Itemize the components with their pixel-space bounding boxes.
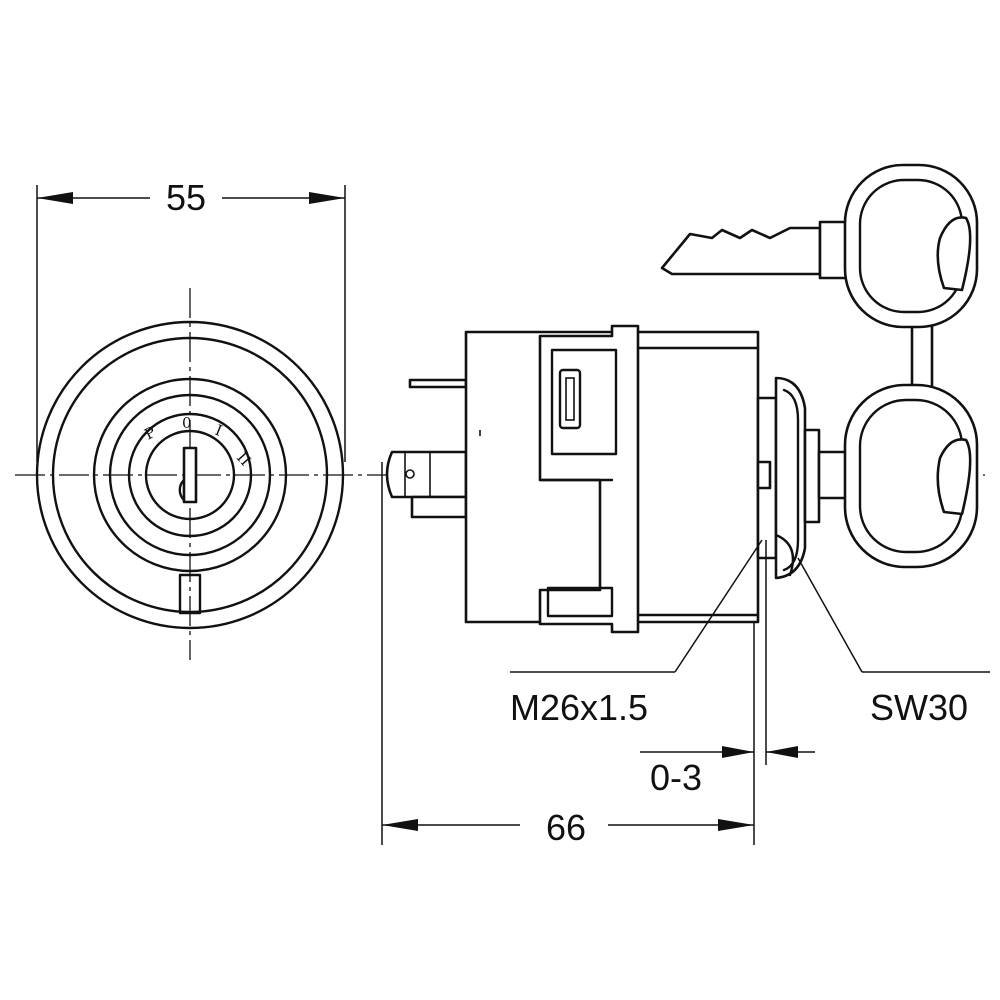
front-ring-3 [92, 377, 288, 573]
panel-thickness-label: 0-3 [650, 757, 702, 798]
thread-callout: M26x1.5 [510, 539, 763, 728]
panel-arrow-left [722, 746, 754, 758]
nut-hex-face [774, 533, 795, 577]
rear-terminal-lower [385, 450, 468, 499]
thread-leader [674, 539, 763, 673]
terminal-base [410, 495, 468, 519]
panel-arrow-right [766, 746, 798, 758]
dimension-panel-thickness: 0-3 [640, 540, 815, 845]
cylinder-face [803, 428, 821, 524]
front-view: P 0 I II [35, 288, 345, 660]
key-slot [182, 446, 198, 504]
lower-key-hole [936, 438, 972, 516]
thread-stub [756, 460, 772, 490]
wrench-label: SW30 [870, 687, 968, 728]
lock-cylinder-face [144, 429, 236, 521]
front-ring-4 [108, 393, 272, 557]
dimension-55: 55 [36, 177, 346, 462]
lower-tab [546, 586, 614, 618]
cylinder-detent [178, 478, 186, 502]
dimension-label-55: 55 [166, 177, 206, 218]
clip-slot-inner [565, 377, 575, 421]
thread-label: M26x1.5 [510, 687, 648, 728]
upper-key-blade [660, 226, 822, 276]
terminal-pin [405, 469, 415, 479]
wrench-callout: SW30 [797, 557, 990, 728]
key-position-0: 0 [182, 414, 192, 432]
upper-key-hole [936, 216, 972, 292]
rear-terminal-upper [408, 378, 468, 389]
key-position-i: I [213, 421, 225, 440]
wrench-leader [797, 557, 863, 673]
dimension-66: 66 [381, 462, 754, 848]
arrow-left [37, 192, 73, 204]
front-outer-ring [35, 320, 345, 630]
keys [660, 163, 979, 569]
length-arrow-left [382, 819, 418, 831]
key-position-p: P [141, 423, 158, 444]
index-notch [178, 573, 202, 615]
front-ring-5 [127, 412, 253, 538]
clip-slot [558, 368, 582, 430]
length-label-66: 66 [546, 807, 586, 848]
length-arrow-right [718, 819, 754, 831]
key-ring-link [910, 318, 934, 392]
lower-key-bow [843, 383, 979, 569]
side-view [385, 324, 857, 634]
clip-window [550, 348, 618, 456]
arrow-right [309, 192, 345, 204]
